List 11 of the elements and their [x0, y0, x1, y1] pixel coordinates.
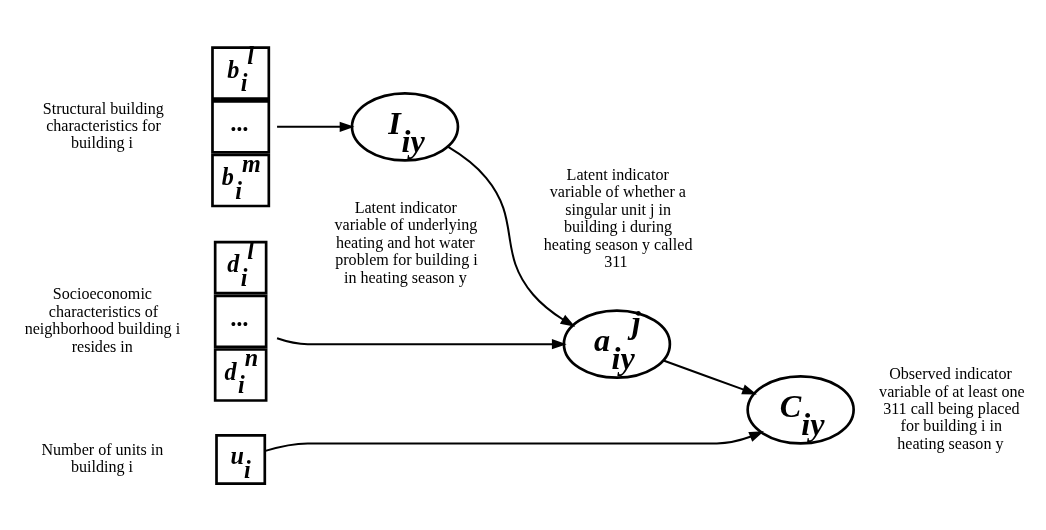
- arrow: [447, 145, 576, 327]
- node-label: Observed indicator variable of at least one 311 call being placed for building i in heating season y: [879, 365, 1025, 452]
- arrow: [276, 337, 567, 350]
- node-label: Latent indicator variable of whether a singular unit j in building i during heating season y called 311: [543, 165, 693, 271]
- node-label: Structural building characteristics for building i: [42, 99, 164, 152]
- node-label: Number of units in building i: [41, 440, 164, 476]
- arrow: [663, 359, 757, 395]
- arrow: [265, 431, 764, 452]
- node-label: Socioeconomic characteristics of neighborhood building i resides in: [24, 285, 181, 355]
- node-label: Latent indicator variable of underlying heating and hot water problem for building i in heating season y: [334, 198, 478, 286]
- arrow: [277, 121, 355, 132]
